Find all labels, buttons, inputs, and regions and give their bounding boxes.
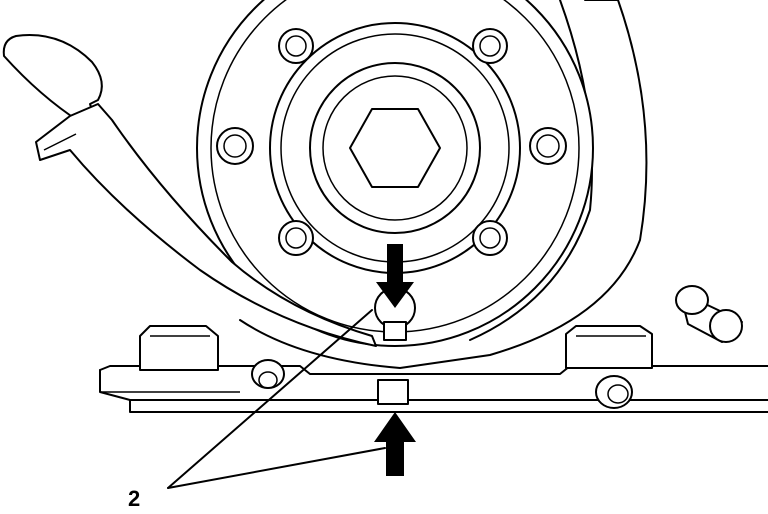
block-timing-mark — [377, 379, 409, 405]
callout-leaders — [167, 309, 386, 489]
rail-studs — [251, 359, 633, 409]
callout-label: 2 — [128, 486, 140, 511]
timing-arrows — [374, 244, 416, 476]
right-block-boss — [565, 325, 653, 369]
left-block-boss — [139, 325, 219, 371]
engine-block-rail — [99, 365, 768, 413]
hex-bolt-head — [349, 108, 441, 188]
pulley-bolt-holes — [216, 28, 567, 256]
arrow-down — [376, 244, 414, 308]
crankshaft-pulley — [196, 0, 594, 347]
dowel-pin — [675, 285, 743, 343]
lever-arm — [2, 34, 377, 347]
arrow-up — [374, 412, 416, 476]
